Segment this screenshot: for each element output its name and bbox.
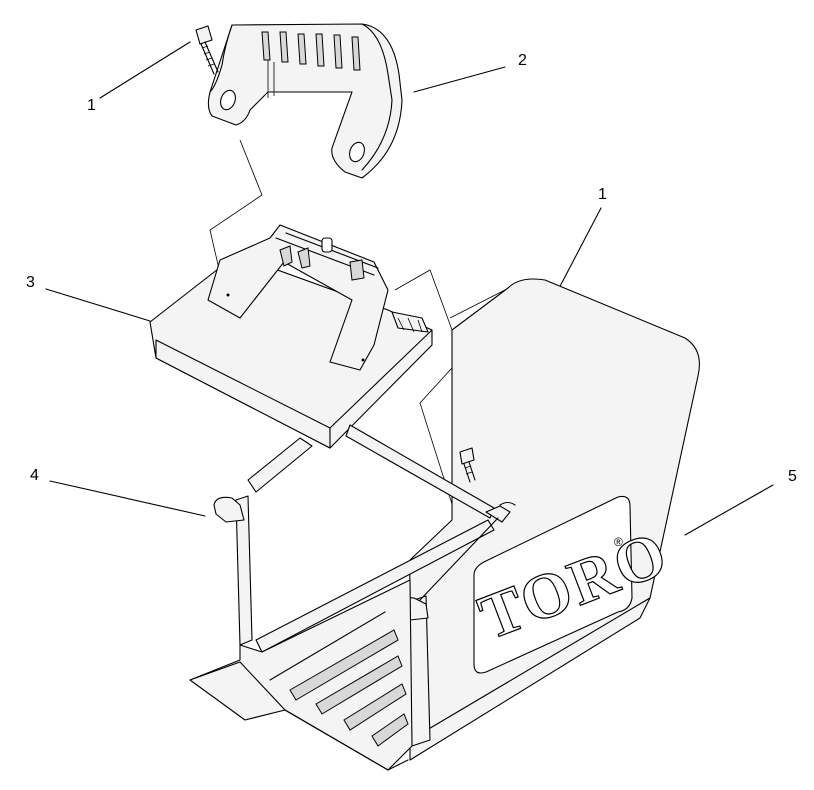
callout-2: 2 xyxy=(518,52,527,69)
logo-registered-mark: ® xyxy=(614,535,623,549)
screw-side xyxy=(459,447,476,483)
handle-base xyxy=(149,224,433,449)
grass-bag: TORO ® xyxy=(407,278,700,761)
callout-1-top: 1 xyxy=(87,97,96,114)
callout-4: 4 xyxy=(30,467,39,484)
leader-2-handle-cover xyxy=(413,66,506,93)
callout-3: 3 xyxy=(26,274,35,291)
leader-4-frame xyxy=(49,480,206,517)
leader-3-handle-base xyxy=(45,288,151,322)
leader-1-screw-top xyxy=(99,41,191,99)
handle-cover xyxy=(207,23,403,179)
assembly-line-bag xyxy=(449,289,506,319)
callout-5: 5 xyxy=(788,468,797,485)
screw-top xyxy=(195,25,219,75)
callout-1-side: 1 xyxy=(598,186,607,203)
assembly-line-left xyxy=(209,139,263,296)
frame xyxy=(189,424,511,771)
leader-5-bag xyxy=(684,484,774,536)
